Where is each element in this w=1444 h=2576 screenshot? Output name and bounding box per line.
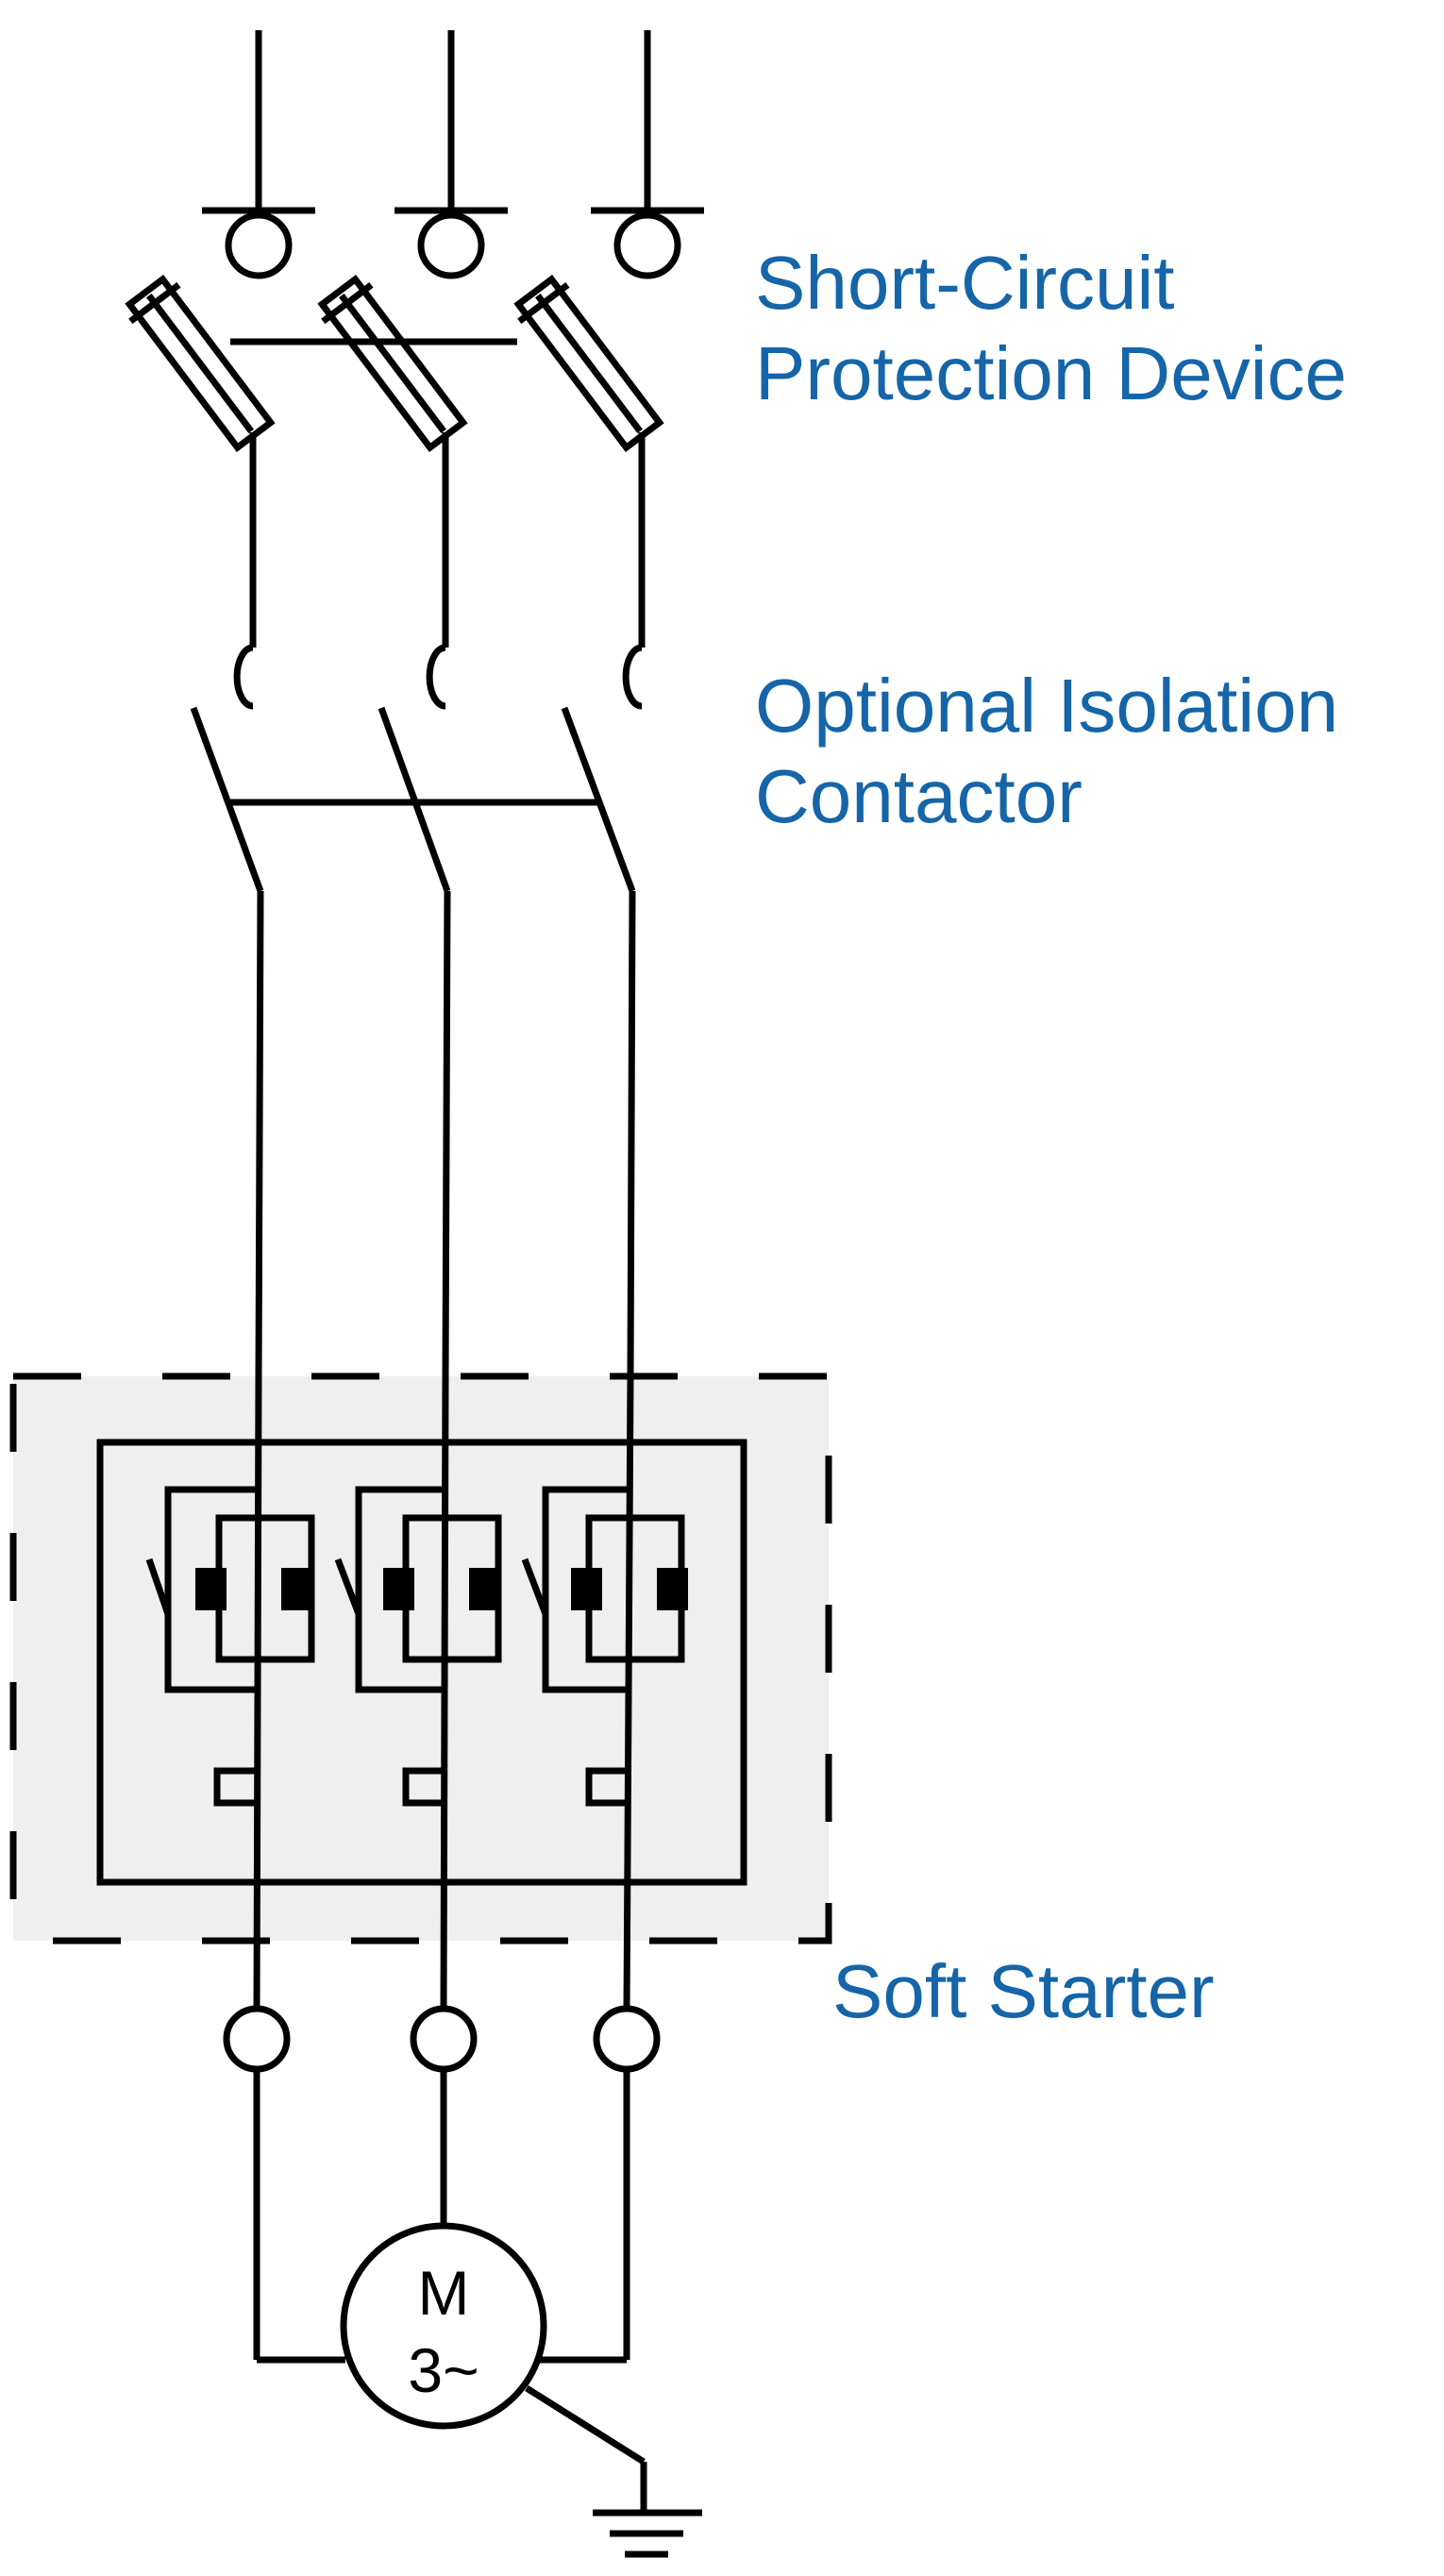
bypass-contact-icon: [334, 1486, 444, 1693]
motor-icon: M 3~: [340, 2222, 547, 2430]
input-terminal-icon: [417, 211, 485, 279]
motor-label-bottom: 3~: [408, 2335, 479, 2405]
isolation-contact-icon: [622, 644, 643, 710]
output-terminal-icon: [593, 2005, 661, 2073]
scpd-label-line2: Protection Device: [755, 331, 1347, 415]
output-terminal-icon: [223, 2005, 291, 2073]
scr-icon: [571, 1514, 688, 1663]
phase-3: [513, 30, 704, 2364]
scpd-label: Short-Circuit Protection Device: [755, 238, 1347, 419]
bypass-contact-icon: [145, 1486, 257, 1693]
fuse-icon: [513, 274, 664, 453]
ground-icon: [525, 2385, 702, 2558]
isolation-contactor-label: Optional Isolation Contactor: [755, 661, 1338, 842]
scr-icon: [383, 1514, 502, 1663]
soft-starter-label: Soft Starter: [832, 1946, 1215, 2037]
scr-icon: [195, 1514, 315, 1663]
fuse-icon: [317, 274, 468, 453]
isolation-label-line2: Contactor: [755, 754, 1083, 838]
isolation-contact-icon: [233, 644, 254, 710]
phase-1: [125, 30, 345, 2364]
phase-2: [317, 30, 508, 2226]
motor-label-top: M: [418, 2258, 470, 2328]
soft-starter-label-line1: Soft Starter: [832, 1949, 1215, 2033]
isolation-contact-icon: [426, 644, 446, 710]
input-terminal-icon: [613, 211, 681, 279]
fuse-icon: [125, 274, 276, 453]
bypass-contact-icon: [521, 1486, 627, 1693]
input-terminal-icon: [225, 211, 293, 279]
soft-starter-inner-box: [96, 1439, 747, 1886]
output-terminal-icon: [410, 2005, 478, 2073]
isolation-label-line1: Optional Isolation: [755, 664, 1339, 748]
scpd-label-line1: Short-Circuit: [755, 241, 1175, 325]
